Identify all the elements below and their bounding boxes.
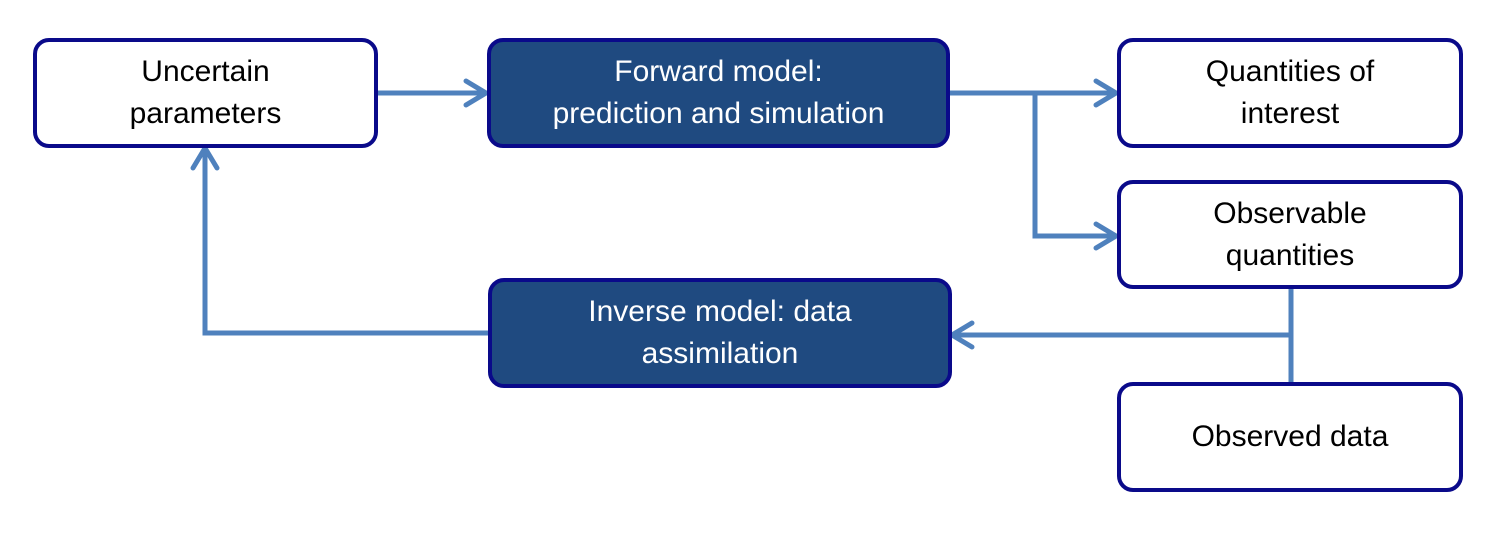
node-observed-data: Observed data xyxy=(1117,382,1463,492)
node-inverse-model: Inverse model: data assimilation xyxy=(488,278,952,388)
arrowhead-qoi xyxy=(1093,78,1119,108)
node-quantities-of-interest: Quantities of interest xyxy=(1117,38,1463,148)
arrowhead-uncertain-parameters xyxy=(190,145,220,171)
node-label: Observed data xyxy=(1191,420,1389,453)
node-observable-quantities: Observable quantities xyxy=(1117,180,1463,289)
node-label: Observable quantities xyxy=(1213,196,1367,272)
arrowhead-forward-model xyxy=(463,78,489,108)
arrowhead-observable xyxy=(1093,221,1119,251)
arrow-inverse-to-params xyxy=(202,152,490,336)
node-label: Uncertain parameters xyxy=(129,55,282,130)
node-forward-model: Forward model: prediction and simulation xyxy=(487,38,950,148)
node-label: Inverse model: data assimilation xyxy=(588,295,852,370)
node-label: Quantities of interest xyxy=(1205,55,1375,130)
arrow-branch-to-observable xyxy=(1032,93,1112,239)
node-uncertain-parameters: Uncertain parameters xyxy=(33,38,378,148)
node-label: Forward model: prediction and simulation xyxy=(552,55,885,130)
arrowhead-inverse-model xyxy=(949,320,975,350)
